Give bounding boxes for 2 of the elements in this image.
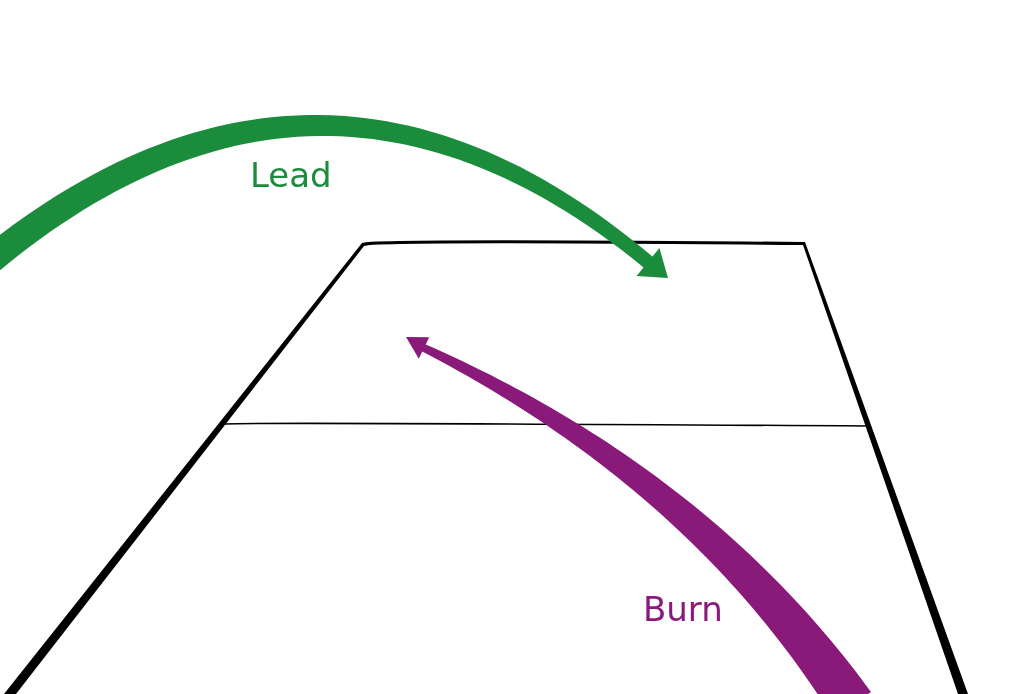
label-text: Burn — [643, 592, 723, 626]
label-text: Lead — [250, 158, 332, 192]
